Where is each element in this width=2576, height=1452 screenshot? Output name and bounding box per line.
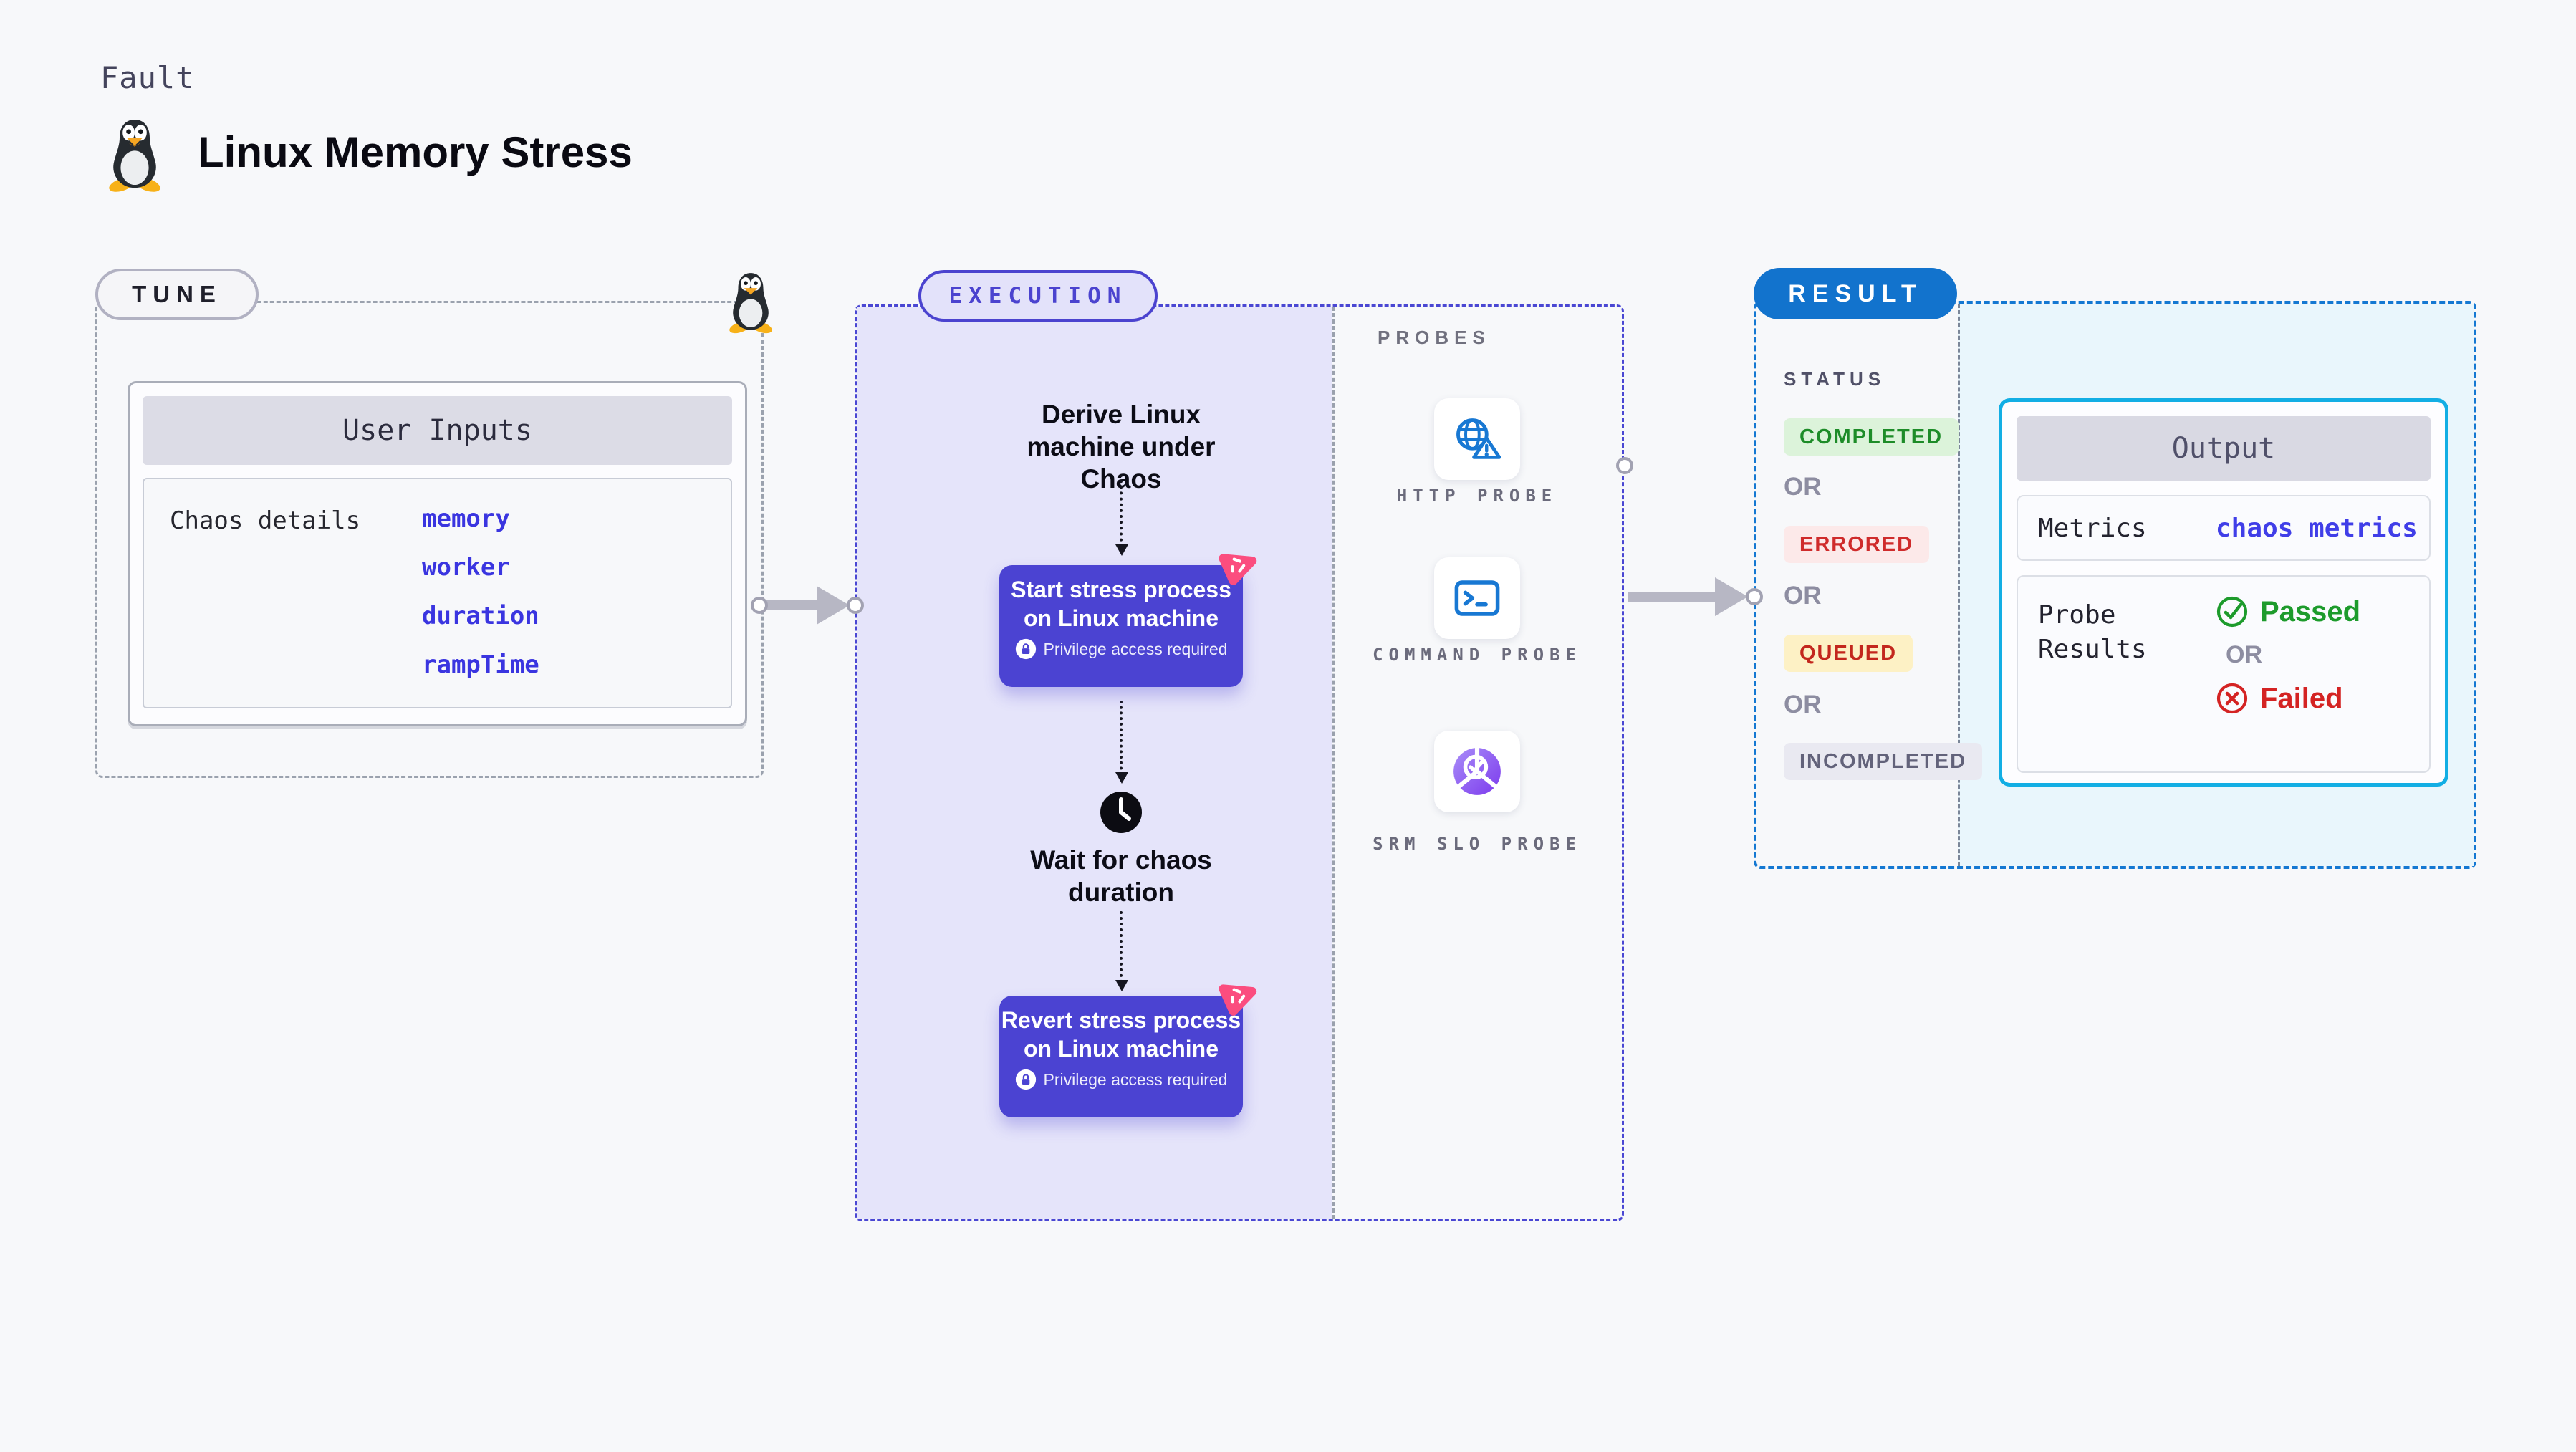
tune-section	[95, 301, 764, 778]
user-inputs-card: User Inputs Chaos details memory worker …	[128, 381, 747, 726]
status-badge-queued: QUEUED	[1784, 635, 1913, 672]
param-link-ramptime[interactable]: rampTime	[422, 650, 539, 679]
param-link-duration[interactable]: duration	[422, 602, 539, 630]
connector-node	[1746, 588, 1763, 605]
param-link-memory[interactable]: memory	[422, 504, 510, 533]
user-inputs-header: User Inputs	[143, 396, 732, 465]
start-stress-step: Start stress process on Linux machine Pr…	[999, 554, 1257, 687]
chaos-experiment-icon	[1219, 554, 1257, 585]
probes-region	[1332, 307, 1622, 1219]
privilege-badge: Privilege access required	[999, 1069, 1243, 1090]
probe-card-srm-slo	[1434, 731, 1520, 812]
or-label: OR	[1784, 473, 1822, 501]
probe-label-http: HTTP PROBE	[1396, 486, 1558, 506]
linux-tux-icon	[729, 273, 772, 334]
probe-card-http	[1434, 398, 1520, 480]
flow-arrow	[1628, 577, 1748, 616]
linux-tux-icon	[109, 120, 160, 192]
privilege-badge-label: Privilege access required	[1043, 1069, 1228, 1089]
output-header: Output	[2017, 416, 2431, 481]
output-card: Output Metrics chaos metrics Probe Resul…	[1999, 398, 2448, 787]
lock-icon	[1015, 638, 1036, 660]
status-badge-completed: COMPLETED	[1784, 418, 1959, 456]
probe-failed-item: Failed	[2216, 682, 2360, 715]
probe-card-command	[1434, 557, 1520, 639]
wait-step-label: Wait for chaos duration	[1030, 845, 1212, 907]
lock-icon	[1015, 1069, 1036, 1090]
or-label: OR	[2226, 641, 2262, 668]
user-inputs-body: Chaos details memory worker duration ram…	[143, 478, 732, 708]
probe-passed-item: Passed	[2216, 595, 2360, 628]
step-title: Start stress process on Linux machine	[1011, 577, 1231, 631]
or-label: OR	[1784, 582, 1822, 610]
slo-donut-icon	[1453, 746, 1501, 795]
chaos-param-list: memory worker duration rampTime	[422, 502, 539, 697]
status-badge-incompleted: INCOMPLETED	[1784, 743, 1983, 780]
privilege-badge: Privilege access required	[999, 638, 1243, 660]
probe-results-label: Probe Results	[2038, 600, 2147, 664]
failed-label: Failed	[2260, 682, 2343, 714]
derive-step-label: Derive Linux machine under Chaos	[1027, 400, 1216, 494]
metrics-row: Metrics chaos metrics	[2017, 495, 2431, 561]
connector-node	[751, 597, 768, 614]
globe-warning-icon	[1456, 418, 1501, 459]
execution-pill: EXECUTION	[918, 270, 1158, 322]
clock-icon	[1100, 792, 1142, 833]
page-kicker: Fault	[100, 60, 195, 95]
terminal-icon	[1454, 580, 1500, 616]
probe-results-row: Probe Results Passed OR Faile	[2017, 575, 2431, 773]
privilege-badge-label: Privilege access required	[1043, 639, 1228, 658]
metrics-label: Metrics	[2038, 513, 2147, 543]
dotted-arrow	[1115, 474, 1128, 556]
probe-label-command: COMMAND PROBE	[1373, 645, 1582, 665]
passed-label: Passed	[2260, 595, 2361, 628]
step-title: Revert stress process on Linux machine	[1001, 1007, 1241, 1062]
chaos-details-label: Chaos details	[170, 506, 361, 535]
page-title: Linux Memory Stress	[198, 128, 633, 176]
flow-arrow	[762, 586, 850, 625]
status-badge-errored: ERRORED	[1784, 526, 1930, 563]
tune-pill: TUNE	[95, 269, 259, 320]
result-pill: RESULT	[1754, 268, 1957, 319]
chaos-experiment-icon	[1219, 984, 1257, 1016]
status-heading: STATUS	[1784, 368, 1886, 390]
check-circle-icon	[2216, 596, 2248, 628]
connector-node	[1616, 457, 1633, 474]
dotted-arrow	[1115, 701, 1128, 784]
or-label: OR	[1784, 691, 1822, 718]
revert-stress-step: Revert stress process on Linux machine P…	[999, 984, 1257, 1117]
probes-heading: PROBES	[1378, 327, 1491, 348]
chaos-metrics-link[interactable]: chaos metrics	[2216, 513, 2418, 543]
dotted-arrow	[1115, 911, 1128, 991]
probe-label-srm-slo: SRM SLO PROBE	[1373, 834, 1582, 854]
param-link-worker[interactable]: worker	[422, 553, 510, 582]
connector-node	[847, 597, 864, 614]
x-circle-icon	[2216, 683, 2248, 714]
